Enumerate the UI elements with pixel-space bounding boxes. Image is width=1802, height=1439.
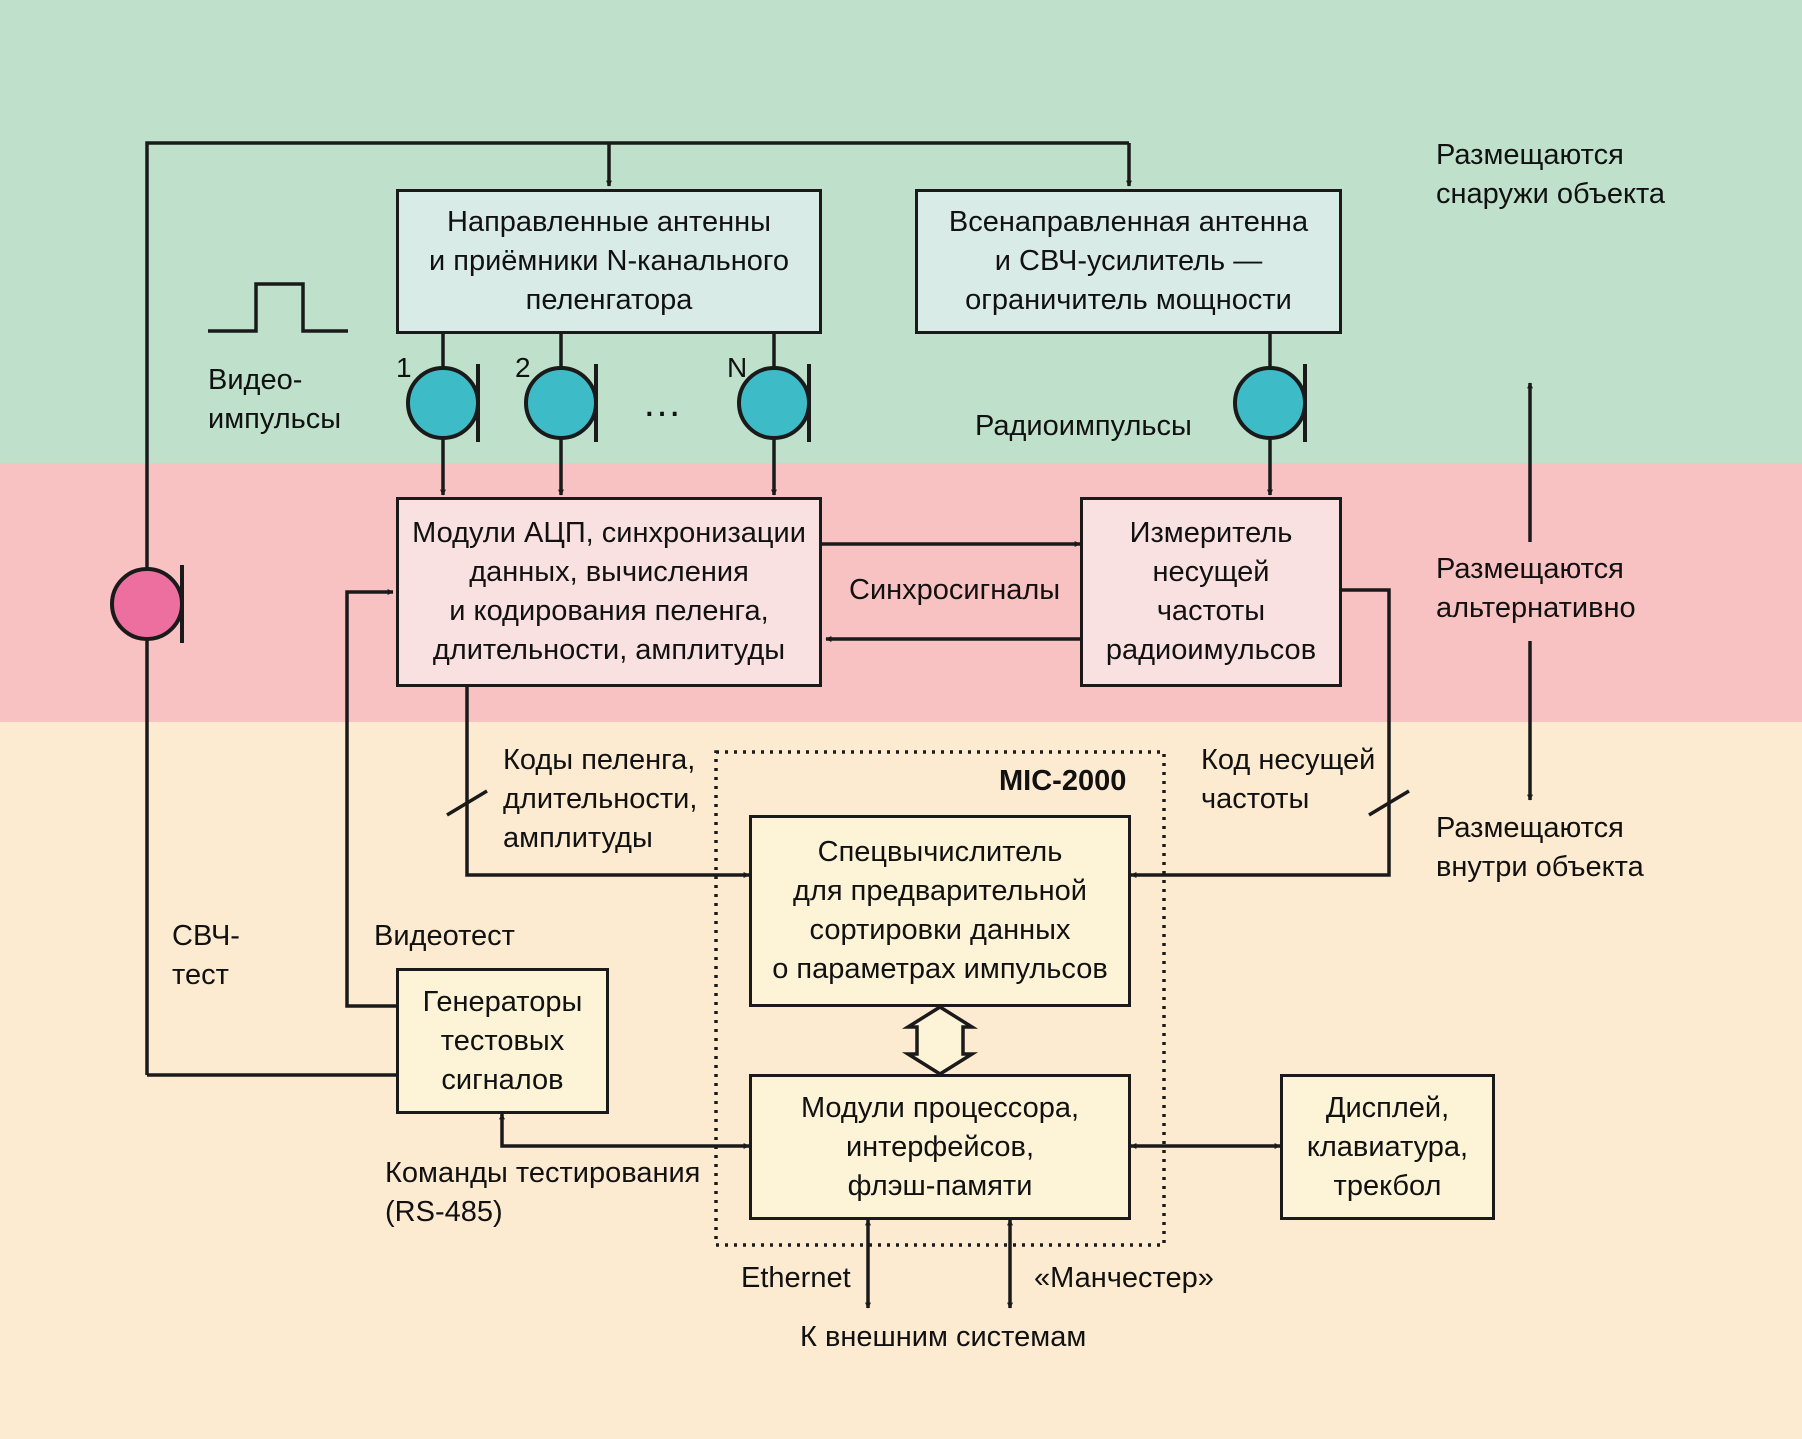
special-computer-box: Спецвычислитель для предварительной сорт… [749,815,1131,1007]
display-box: Дисплей, клавиатура, трекбол [1280,1074,1495,1220]
ethernet-label: Ethernet [741,1262,851,1294]
test-commands-label: Команды тестирования (RS-485) [385,1157,701,1228]
manchester-label: «Манчестер» [1034,1262,1214,1294]
microwave-test-label: СВЧ- тест [172,920,240,991]
channel-ellipsis: … [642,381,682,425]
receiver-icon-n [737,364,811,442]
receiver-icon-omni [1233,364,1307,442]
bearing-bus-slash [446,789,488,817]
bearing-codes-line [465,687,750,878]
channel-1-number: 1 [396,352,412,383]
outside-zone-label: Размещаются снаружи объекта [1436,139,1666,210]
carrier-bus-slash [1368,789,1410,817]
microwave-coupler-icon [110,565,184,643]
mic-2000-frame [714,750,1166,1247]
sync-signals-label: Синхросигналы [849,574,1061,606]
receiver-icon-1 [406,364,480,442]
video-pulse-icon [208,282,348,333]
video-pulses-label: Видео- импульсы [208,364,342,435]
video-test-label: Видеотест [374,920,515,952]
alternative-zone [0,463,1802,722]
carrier-code-label: Код несущей частоты [1201,744,1376,815]
mic-2000-label: MIC-2000 [999,765,1127,797]
adc-modules-box: Модули АЦП, синхронизации данных, вычисл… [396,497,822,687]
directional-antennas-box: Направленные антенны и приёмники N-канал… [396,189,822,334]
test-commands-line [499,1113,750,1149]
receiver-icon-2 [524,364,598,442]
channel-n-number: N [727,352,748,383]
microwave-test-line [145,141,1129,1075]
external-systems-label: К внешним системам [800,1321,1087,1353]
data-exchange-arrow [901,1004,979,1077]
outside-zone [0,0,1802,463]
omni-antenna-box: Всенаправленная антенна и СВЧ-усилитель … [915,189,1342,334]
inside-zone-label: Размещаются внутри объекта [1436,812,1644,883]
radio-pulses-label: Радиоимпульсы [975,410,1192,442]
video-test-line [345,589,396,1008]
processor-modules-box: Модули процессора, интерфейсов, флэш-пам… [749,1074,1131,1220]
frequency-meter-box: Измеритель несущей частоты радиоимульсов [1080,497,1342,687]
channel-2-number: 2 [515,352,531,383]
bearing-codes-label: Коды пеленга, длительности, амплитуды [503,744,698,854]
test-generators-box: Генераторы тестовых сигналов [396,968,609,1114]
carrier-code-line [1130,588,1391,878]
alternative-zone-label: Размещаются альтернативно [1436,553,1636,624]
